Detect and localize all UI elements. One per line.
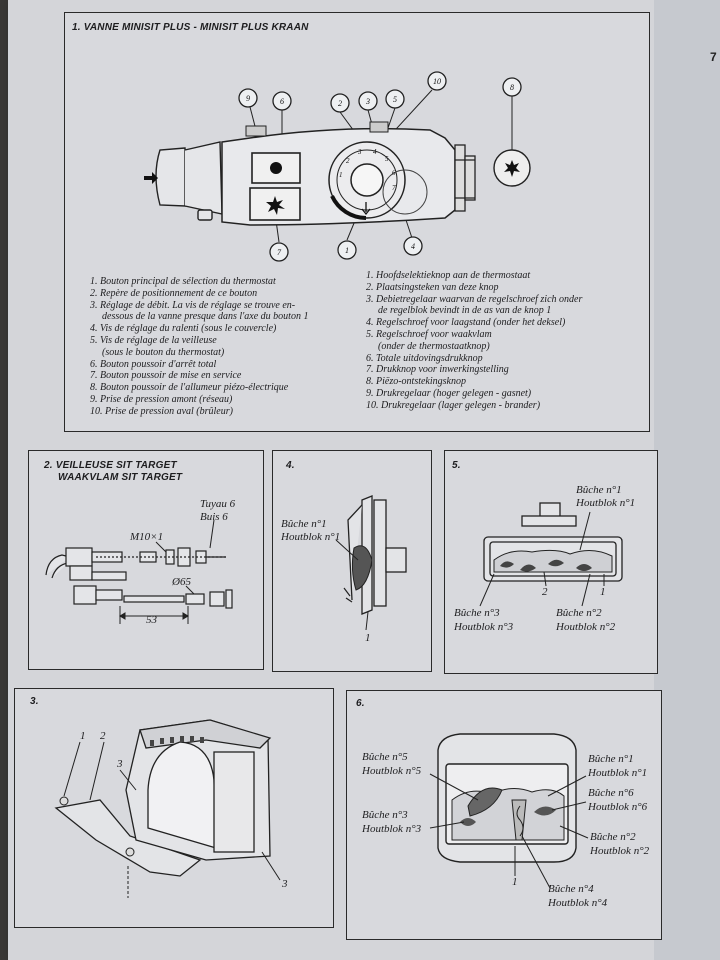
callout-10: 10 (433, 77, 441, 86)
section6-buche1: Bûche n°1 (588, 753, 634, 765)
section6-num1: 1 (512, 876, 518, 888)
section6-houtblok4: Houtblok n°4 (548, 897, 608, 909)
section2-title-fr: 2. VEILLEUSE SIT TARGET (44, 460, 177, 471)
fr-item-3: 3. Réglage de débit. La vis de réglage s… (90, 299, 296, 311)
section5-title: 5. (452, 460, 461, 471)
section5-houtblok2: Houtblok n°2 (556, 621, 616, 633)
page-number: 7 (710, 50, 717, 64)
fr-item-3b: dessous de la vanne presque dans l'axe d… (102, 311, 309, 323)
tuyau-label: Tuyau 6 (200, 498, 236, 510)
section6-houtblok6: Houtblok n°6 (588, 801, 648, 813)
dial-tick-6: 6 (392, 169, 396, 177)
section4-buche1: Bûche n°1 (281, 518, 327, 530)
fr-item-8: 8. Bouton poussoir de l'allumeur piézo-é… (90, 382, 289, 394)
nl-item-9: 9. Drukregelaar (hoger gelegen - gasnet) (366, 387, 532, 399)
section2-title-nl: WAAKVLAM SIT TARGET (58, 472, 183, 483)
nl-item-5: 5. Regelschroef voor waakvlam (366, 328, 492, 340)
section6-houtblok5: Houtblok n°5 (362, 765, 422, 777)
dial-tick-4: 4 (373, 148, 377, 156)
callout-6: 6 (280, 97, 284, 106)
dial-tick-1: 1 (339, 171, 343, 179)
section5-houtblok3: Houtblok n°3 (454, 621, 514, 633)
section5-buche2: Bûche n°2 (556, 607, 602, 619)
callout-7: 7 (277, 248, 282, 257)
nl-item-4: 4. Regelschroef voor laagstand (onder he… (366, 317, 566, 329)
fr-item-10: 10. Prise de pression aval (brûleur) (90, 405, 233, 417)
french-legend: 1. Bouton principal de sélection du ther… (90, 276, 308, 418)
section3-num2: 2 (100, 730, 106, 742)
nl-item-1: 1. Hoofdselektieknop aan de thermostaat (366, 270, 531, 281)
fr-item-5: 5. Vis de réglage de la veilleuse (90, 334, 217, 346)
section3-num3a: 3 (117, 758, 123, 770)
dutch-legend: 1. Hoofdselektieknop aan de thermostaat … (366, 270, 582, 412)
section3-title: 3. (30, 696, 39, 707)
next-page-edge: 7 (654, 0, 720, 960)
callout-4: 4 (411, 242, 415, 251)
section5-buche3: Bûche n°3 (454, 607, 500, 619)
nl-item-8: 8. Piëzo-ontstekingsknop (366, 376, 466, 388)
inlet-arrow (144, 172, 158, 184)
section5-num1: 1 (600, 586, 606, 598)
nl-item-3: 3. Debietregelaar waarvan de regelschroe… (366, 293, 583, 305)
fr-item-5b: (sous le bouton du thermostat) (102, 346, 225, 358)
nl-item-10: 10. Drukregelaar (lager gelegen - brande… (366, 399, 541, 411)
callout-9: 9 (246, 94, 250, 103)
dial-tick-2: 2 (346, 157, 350, 165)
section6-buche5: Bûche n°5 (362, 751, 408, 763)
callout-2: 2 (338, 99, 342, 108)
section6-buche4: Bûche n°4 (548, 883, 594, 895)
section4-num1: 1 (365, 632, 371, 644)
fr-item-2: 2. Repère de positionnement de ce bouton (90, 287, 258, 299)
callout-3: 3 (365, 97, 370, 106)
section6-buche6: Bûche n°6 (588, 787, 634, 799)
section5-num2: 2 (542, 586, 548, 598)
fr-item-4: 4. Vis de réglage du ralenti (sous le co… (90, 323, 277, 335)
section6-buche3: Bûche n°3 (362, 809, 408, 821)
section6-houtblok3: Houtblok n°3 (362, 823, 422, 835)
dial-tick-5: 5 (385, 155, 389, 163)
section4-title: 4. (286, 460, 295, 471)
section1-title: 1. VANNE MINISIT PLUS - MINISIT PLUS KRA… (72, 22, 309, 33)
section3-num1: 1 (80, 730, 86, 742)
dim53-label: 53 (146, 614, 157, 626)
m10-label: M10×1 (130, 531, 164, 543)
fr-item-1: 1. Bouton principal de sélection du ther… (90, 276, 276, 287)
fr-item-9: 9. Prise de pression amont (réseau) (90, 393, 233, 405)
section6-houtblok1: Houtblok n°1 (588, 767, 648, 779)
nl-item-3b: de regelblok bevindt in de as van de kno… (378, 305, 552, 317)
callout-1: 1 (345, 246, 349, 255)
star-symbol (266, 196, 285, 215)
nl-item-7: 7. Drukknop voor inwerkingstelling (366, 364, 509, 376)
callout-5: 5 (393, 95, 397, 104)
phi65-label: Ø65 (172, 576, 191, 588)
section6-title: 6. (356, 698, 365, 709)
section6-houtblok2: Houtblok n°2 (590, 845, 650, 857)
fr-item-6: 6. Bouton poussoir d'arrêt total (90, 358, 217, 370)
section5-buche1: Bûche n°1 (576, 484, 622, 496)
nl-item-5b: (onder de thermostaatknop) (378, 340, 490, 352)
callout-8: 8 (510, 83, 514, 92)
buis-label: Buis 6 (200, 511, 228, 523)
section5-houtblok1: Houtblok n°1 (576, 497, 636, 509)
section3-num3b: 3 (282, 878, 288, 890)
nl-item-2: 2. Plaatsingsteken van deze knop (366, 281, 499, 293)
section6-buche2: Bûche n°2 (590, 831, 636, 843)
section4-houtblok1: Houtblok n°1 (281, 531, 341, 543)
dial-tick-3: 3 (357, 148, 362, 156)
dial-tick-7: 7 (392, 184, 396, 192)
nl-item-6: 6. Totale uitdovingsdrukknop (366, 352, 483, 364)
fr-item-7: 7. Bouton poussoir de mise en service (90, 370, 242, 382)
